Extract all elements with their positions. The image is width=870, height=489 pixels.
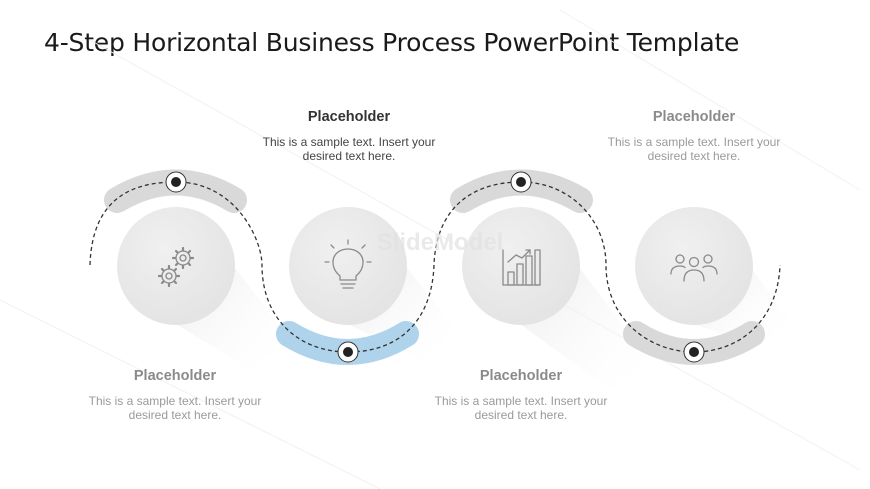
step-heading-4: Placeholder: [652, 109, 736, 125]
step-circle-2: [289, 207, 407, 325]
step-text-3: Placeholder This is a sample text. Inser…: [431, 368, 611, 422]
dashed-path: [89, 181, 781, 353]
step-body-3: This is a sample text. Insert your desir…: [434, 394, 608, 422]
gears-icon: [157, 246, 195, 288]
node-2: [337, 341, 359, 363]
step-heading-2: Placeholder: [307, 109, 391, 125]
step-heading-1: Placeholder: [133, 368, 217, 384]
step-body-4: This is a sample text. Insert your desir…: [607, 135, 781, 163]
step-text-1: Placeholder This is a sample text. Inser…: [85, 368, 265, 422]
node-4: [683, 341, 705, 363]
path-nodes: [165, 171, 705, 363]
lightbulb-icon: [324, 239, 372, 289]
step-body-2: This is a sample text. Insert your desir…: [262, 135, 436, 163]
step-text-4: Placeholder This is a sample text. Inser…: [604, 109, 784, 163]
step-heading-3: Placeholder: [479, 368, 563, 384]
node-3: [510, 171, 532, 193]
team-icon: [670, 254, 718, 282]
step-body-1: This is a sample text. Insert your desir…: [88, 394, 262, 422]
step-circle-3: [462, 207, 580, 325]
slide-title: 4-Step Horizontal Business Process Power…: [44, 28, 740, 57]
watermark-text: SlideModel: [377, 229, 504, 256]
bar-chart-icon: [502, 249, 541, 286]
step-text-2: Placeholder This is a sample text. Inser…: [259, 109, 439, 163]
node-1: [165, 171, 187, 193]
